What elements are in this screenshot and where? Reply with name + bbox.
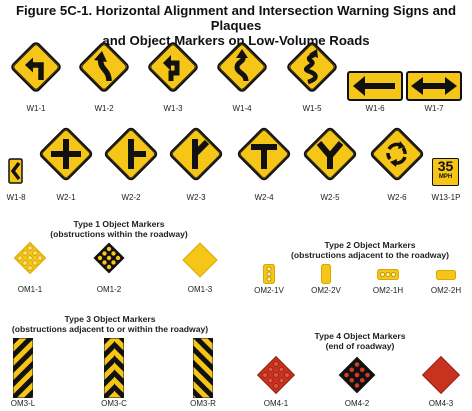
om4-3-label: OM4-3 <box>428 399 454 408</box>
w13-1p-label: W13-1P <box>431 193 461 202</box>
w2-6-label: W2-6 <box>387 193 407 202</box>
w1-6-large-arrow-sign <box>347 71 403 101</box>
w1-3-reverse-turn-sign <box>148 42 198 92</box>
type4-title: Type 4 Object Markers <box>314 331 406 341</box>
om1-1-yellow-reflector-marker <box>13 241 47 275</box>
w1-7-label: W1-7 <box>424 104 444 113</box>
om1-1-label: OM1-1 <box>17 285 43 294</box>
w2-5-y-intersection-sign <box>303 127 357 181</box>
w2-3-side-road-angle-sign <box>169 127 223 181</box>
w1-5-winding-road-sign <box>287 42 337 92</box>
w1-1-label: W1-1 <box>26 104 46 113</box>
type1-subtitle: (obstructions within the roadway) <box>50 229 188 239</box>
om2-2v-vertical-marker <box>321 264 331 284</box>
w2-2-label: W2-2 <box>121 193 141 202</box>
w2-5-label: W2-5 <box>320 193 340 202</box>
om3-l-label: OM3-L <box>10 399 36 408</box>
om3-l-striped-marker <box>13 338 33 398</box>
om2-1h-label: OM2-1H <box>372 286 404 295</box>
w1-2-curve-left-sign <box>79 42 129 92</box>
w2-6-circular-intersection-sign <box>370 127 424 181</box>
om4-2-black-red-reflector-marker <box>338 356 376 394</box>
om2-1v-vertical-reflector-marker <box>263 264 275 284</box>
om3-r-label: OM3-R <box>190 399 216 408</box>
w1-8-chevron-sign <box>8 158 23 184</box>
om4-2-label: OM4-2 <box>344 399 370 408</box>
type2-header: Type 2 Object Markers (obstructions adja… <box>270 240 470 260</box>
om2-2h-horizontal-marker <box>436 270 456 280</box>
type3-title: Type 3 Object Markers <box>64 314 156 324</box>
w1-5-label: W1-5 <box>302 104 322 113</box>
w2-1-label: W2-1 <box>56 193 76 202</box>
type1-header: Type 1 Object Markers (obstructions with… <box>34 219 204 239</box>
om3-r-striped-marker <box>193 338 213 398</box>
om1-3-label: OM1-3 <box>187 285 213 294</box>
w13-1p-speed: 35 <box>437 158 454 174</box>
type3-header: Type 3 Object Markers (obstructions adja… <box>5 314 215 334</box>
w1-3-label: W1-3 <box>163 104 183 113</box>
om3-c-striped-marker <box>104 338 124 398</box>
type2-subtitle: (obstructions adjacent to the roadway) <box>290 250 450 260</box>
om4-3-red-diamond-marker <box>421 355 461 395</box>
w13-1p-advisory-speed-plaque: 35 MPH <box>432 158 459 186</box>
om2-2h-label: OM2-2H <box>430 286 462 295</box>
w1-1-turn-left-sign <box>11 42 61 92</box>
om2-1v-label: OM2-1V <box>254 286 284 295</box>
w1-8-label: W1-8 <box>6 193 26 202</box>
w2-3-label: W2-3 <box>186 193 206 202</box>
om2-1h-horizontal-reflector-marker <box>377 269 399 280</box>
w2-4-label: W2-4 <box>254 193 274 202</box>
w1-7-two-direction-arrow-sign <box>406 71 462 101</box>
om4-1-label: OM4-1 <box>263 399 289 408</box>
w2-4-t-intersection-sign <box>237 127 291 181</box>
w2-1-cross-road-sign <box>39 127 93 181</box>
om2-2v-label: OM2-2V <box>311 286 341 295</box>
w1-4-reverse-curve-sign <box>217 42 267 92</box>
type4-header: Type 4 Object Markers (end of roadway) <box>270 331 450 351</box>
type4-subtitle: (end of roadway) <box>325 341 395 351</box>
om4-1-red-reflector-marker <box>256 355 296 395</box>
w13-1p-unit: MPH <box>438 174 453 180</box>
type3-subtitle: (obstructions adjacent to or within the … <box>11 324 209 334</box>
om1-3-yellow-diamond-marker <box>182 242 218 278</box>
om1-2-label: OM1-2 <box>96 285 122 294</box>
om3-c-label: OM3-C <box>101 399 127 408</box>
w1-2-label: W1-2 <box>94 104 114 113</box>
w2-2-side-road-sign <box>104 127 158 181</box>
type1-title: Type 1 Object Markers <box>73 219 165 229</box>
w1-6-label: W1-6 <box>365 104 385 113</box>
om1-2-black-reflector-marker <box>93 242 125 274</box>
type2-title: Type 2 Object Markers <box>324 240 416 250</box>
figure-title-line1: Figure 5C-1. Horizontal Alignment and In… <box>15 3 457 33</box>
w1-4-label: W1-4 <box>232 104 252 113</box>
